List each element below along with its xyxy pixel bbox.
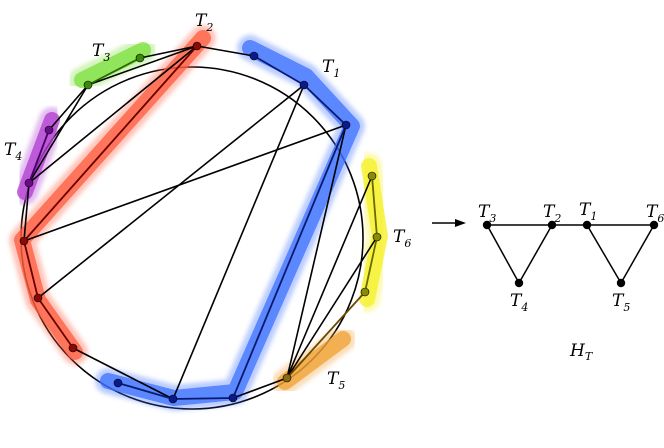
node-q1	[299, 80, 309, 90]
left-labels: T2 T3 T1 T4 T6 T5	[4, 11, 411, 392]
trail-line-t5	[286, 291, 366, 379]
node-t6	[649, 220, 659, 230]
chord-8	[286, 175, 373, 379]
edge-t3-t4	[486, 224, 520, 284]
chords	[23, 45, 378, 400]
right-label-t5: T5	[612, 291, 630, 314]
trail-line-t3	[87, 57, 141, 86]
chord-4	[37, 84, 305, 299]
node-j1	[168, 394, 178, 404]
band-t3	[69, 37, 156, 93]
label-t2: T2	[195, 11, 213, 34]
node-d4	[44, 125, 54, 135]
right-label-t2: T2	[543, 202, 561, 225]
chord-3	[196, 45, 255, 57]
node-a2	[192, 41, 202, 51]
nodes	[19, 41, 382, 404]
label-t5: T5	[327, 369, 345, 392]
chord-11	[232, 377, 288, 399]
caption-ht: HT	[569, 341, 594, 363]
chord-1	[87, 45, 198, 86]
trail-line-t2	[23, 45, 198, 349]
right-label-t1: T1	[579, 200, 597, 223]
label-t4: T4	[4, 140, 22, 163]
node-t5	[616, 278, 626, 288]
node-k1	[228, 393, 238, 403]
node-o6	[367, 171, 377, 181]
trail-line-t4	[28, 129, 50, 184]
node-f2	[19, 236, 29, 246]
chord-6	[172, 84, 305, 400]
chord-7	[286, 124, 347, 379]
right-label-t3: T3	[478, 202, 496, 225]
edge-t6-t5	[620, 224, 655, 284]
node-l5	[282, 373, 292, 383]
trail-line-t1	[117, 55, 347, 400]
chord-2	[28, 84, 89, 184]
right-label-t6: T6	[646, 202, 664, 225]
label-t1: T1	[322, 57, 340, 80]
right-label-t4: T4	[510, 291, 528, 314]
chord-10	[72, 347, 174, 400]
node-t4	[514, 278, 524, 288]
node-e4	[24, 178, 34, 188]
chord-9	[286, 236, 378, 379]
node-b2	[135, 53, 145, 63]
node-r1	[249, 51, 259, 61]
node-c3	[83, 80, 93, 90]
chord-5	[23, 124, 347, 242]
edge-t1-t5	[586, 224, 622, 284]
chord-14	[139, 45, 198, 59]
chord-13	[23, 182, 30, 242]
node-g2	[33, 293, 43, 303]
label-t6: T6	[393, 227, 411, 250]
node-n6	[372, 232, 382, 242]
arrow	[432, 219, 466, 227]
band-t2	[9, 25, 216, 365]
trail-bands	[9, 25, 393, 411]
node-t3	[482, 220, 492, 230]
node-h2	[68, 343, 78, 353]
node-t1	[582, 220, 592, 230]
band-t5	[272, 326, 356, 395]
hypergraph-right: T3 T2 T1 T6 T4 T5 HT	[478, 200, 664, 363]
node-i1	[113, 378, 123, 388]
node-p1	[341, 120, 351, 130]
chord-12	[48, 84, 89, 131]
edge-t2-t4	[518, 224, 553, 284]
chord-0	[28, 45, 198, 184]
label-t3: T3	[92, 41, 110, 64]
node-t2	[547, 220, 557, 230]
node-m6	[360, 287, 370, 297]
